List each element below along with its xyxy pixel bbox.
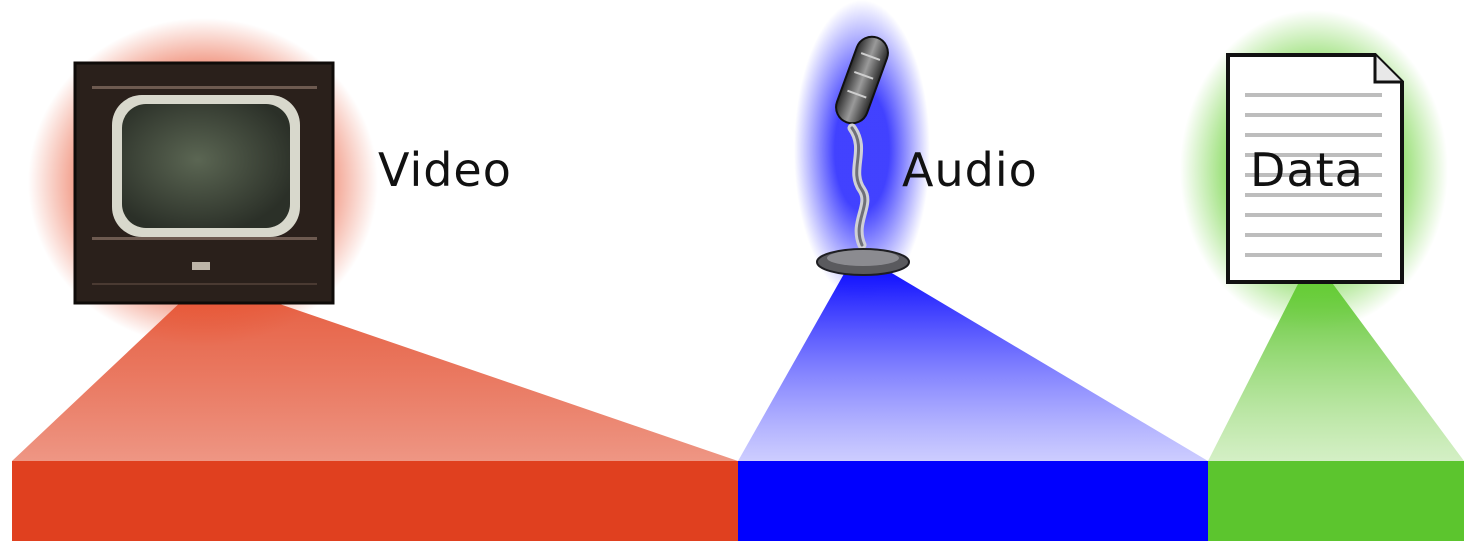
video-label: Video <box>378 143 512 197</box>
data-bar <box>1208 461 1464 541</box>
video-bar <box>12 461 738 541</box>
television-icon <box>28 18 378 346</box>
data-label: Data <box>1250 143 1364 197</box>
audio-bar <box>738 461 1208 541</box>
audio-label: Audio <box>902 143 1038 197</box>
audio-fan <box>738 272 1208 461</box>
